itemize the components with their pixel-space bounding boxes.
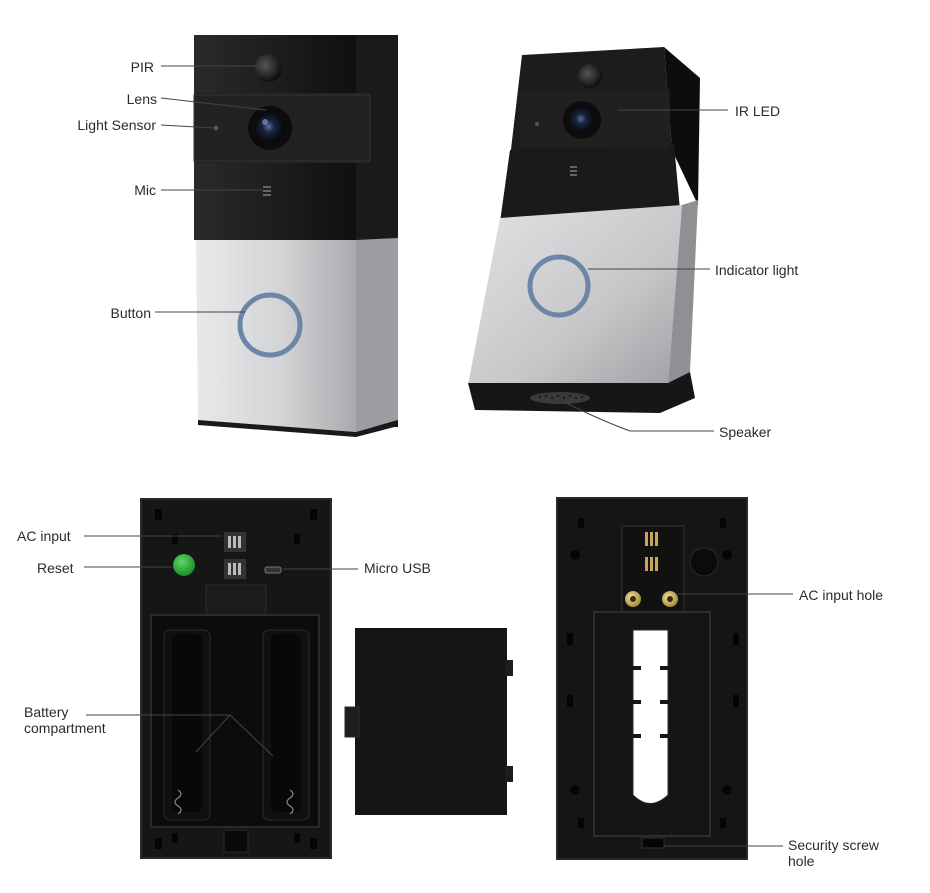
ac-board-terminals <box>645 532 658 571</box>
label-button: Button <box>110 305 151 321</box>
reset-button-icon <box>173 554 195 576</box>
front-silver-panel <box>196 240 356 432</box>
battery-cover <box>344 628 513 815</box>
label-ac-input: AC input <box>17 528 71 544</box>
battery-right-icon <box>271 634 301 812</box>
angled-view-doorbell <box>468 47 700 413</box>
battery-left-icon <box>172 634 202 812</box>
front-view-doorbell <box>193 35 398 437</box>
battery-cover-clip-bottom <box>505 766 513 782</box>
ac-input-pins-bottom <box>228 563 241 575</box>
bracket-round-hole <box>689 547 719 577</box>
angled-silver-panel <box>468 205 682 385</box>
angled-pir-icon <box>578 64 602 88</box>
bracket-raised-frame <box>593 611 711 837</box>
battery-cover-plate <box>355 628 507 815</box>
angled-side-top <box>664 47 700 205</box>
angled-black-mid <box>500 144 680 222</box>
front-camera-strip <box>193 94 371 162</box>
label-ac-input-hole: AC input hole <box>799 587 884 603</box>
back-bottom-notch <box>223 829 249 853</box>
back-screw-holes <box>155 509 317 849</box>
label-ir-led: IR LED <box>735 103 781 119</box>
angled-lens-icon <box>570 108 594 132</box>
speaker-grille-dots <box>539 395 583 399</box>
bracket-center-slot <box>632 629 669 804</box>
micro-usb-port-icon <box>264 566 282 574</box>
back-view-doorbell <box>140 498 332 859</box>
battery-springs-icon <box>174 789 294 815</box>
angled-mic-holes-icon <box>570 166 577 176</box>
light-sensor-icon <box>213 125 219 131</box>
button-ring-icon <box>237 292 303 358</box>
angled-silver-side <box>668 200 698 385</box>
label-battery-compartment: Battery compartment <box>24 704 106 736</box>
pir-sensor-icon <box>254 54 282 82</box>
angled-bottom <box>468 372 695 413</box>
bracket-screw-holes <box>567 518 739 828</box>
front-bottom-edge <box>198 420 398 437</box>
battery-tab <box>205 584 267 616</box>
mic-holes-icon <box>263 186 271 196</box>
security-screw-hole-icon <box>641 837 665 849</box>
label-micro-usb: Micro USB <box>364 560 431 576</box>
angled-light-sensor-icon <box>535 122 539 126</box>
label-reset: Reset <box>37 560 74 576</box>
ac-hole-center-right <box>667 596 673 602</box>
speaker-grille-icon <box>530 392 590 404</box>
label-speaker: Speaker <box>719 424 772 440</box>
mounting-bracket <box>556 497 748 860</box>
label-security-screw-hole: Security screw hole <box>788 837 880 869</box>
bracket-slot-tabs <box>631 666 670 738</box>
front-silver-side <box>356 238 398 432</box>
indicator-ring-icon <box>527 254 591 318</box>
bracket-plate-edge <box>556 497 748 860</box>
ac-hole-center-left <box>630 596 636 602</box>
back-plate-edge <box>140 498 332 859</box>
battery-cover-clip-top <box>505 660 513 676</box>
label-light-sensor: Light Sensor <box>77 117 156 133</box>
label-indicator-light: Indicator light <box>715 262 799 278</box>
lens-icon <box>256 114 284 142</box>
battery-cover-latch <box>344 706 360 738</box>
leader-lines <box>84 65 793 847</box>
lens-highlight <box>262 119 268 125</box>
label-lens: Lens <box>126 91 157 107</box>
ac-input-pins-top <box>228 536 241 548</box>
label-mic: Mic <box>134 182 156 198</box>
label-pir: PIR <box>130 59 154 75</box>
